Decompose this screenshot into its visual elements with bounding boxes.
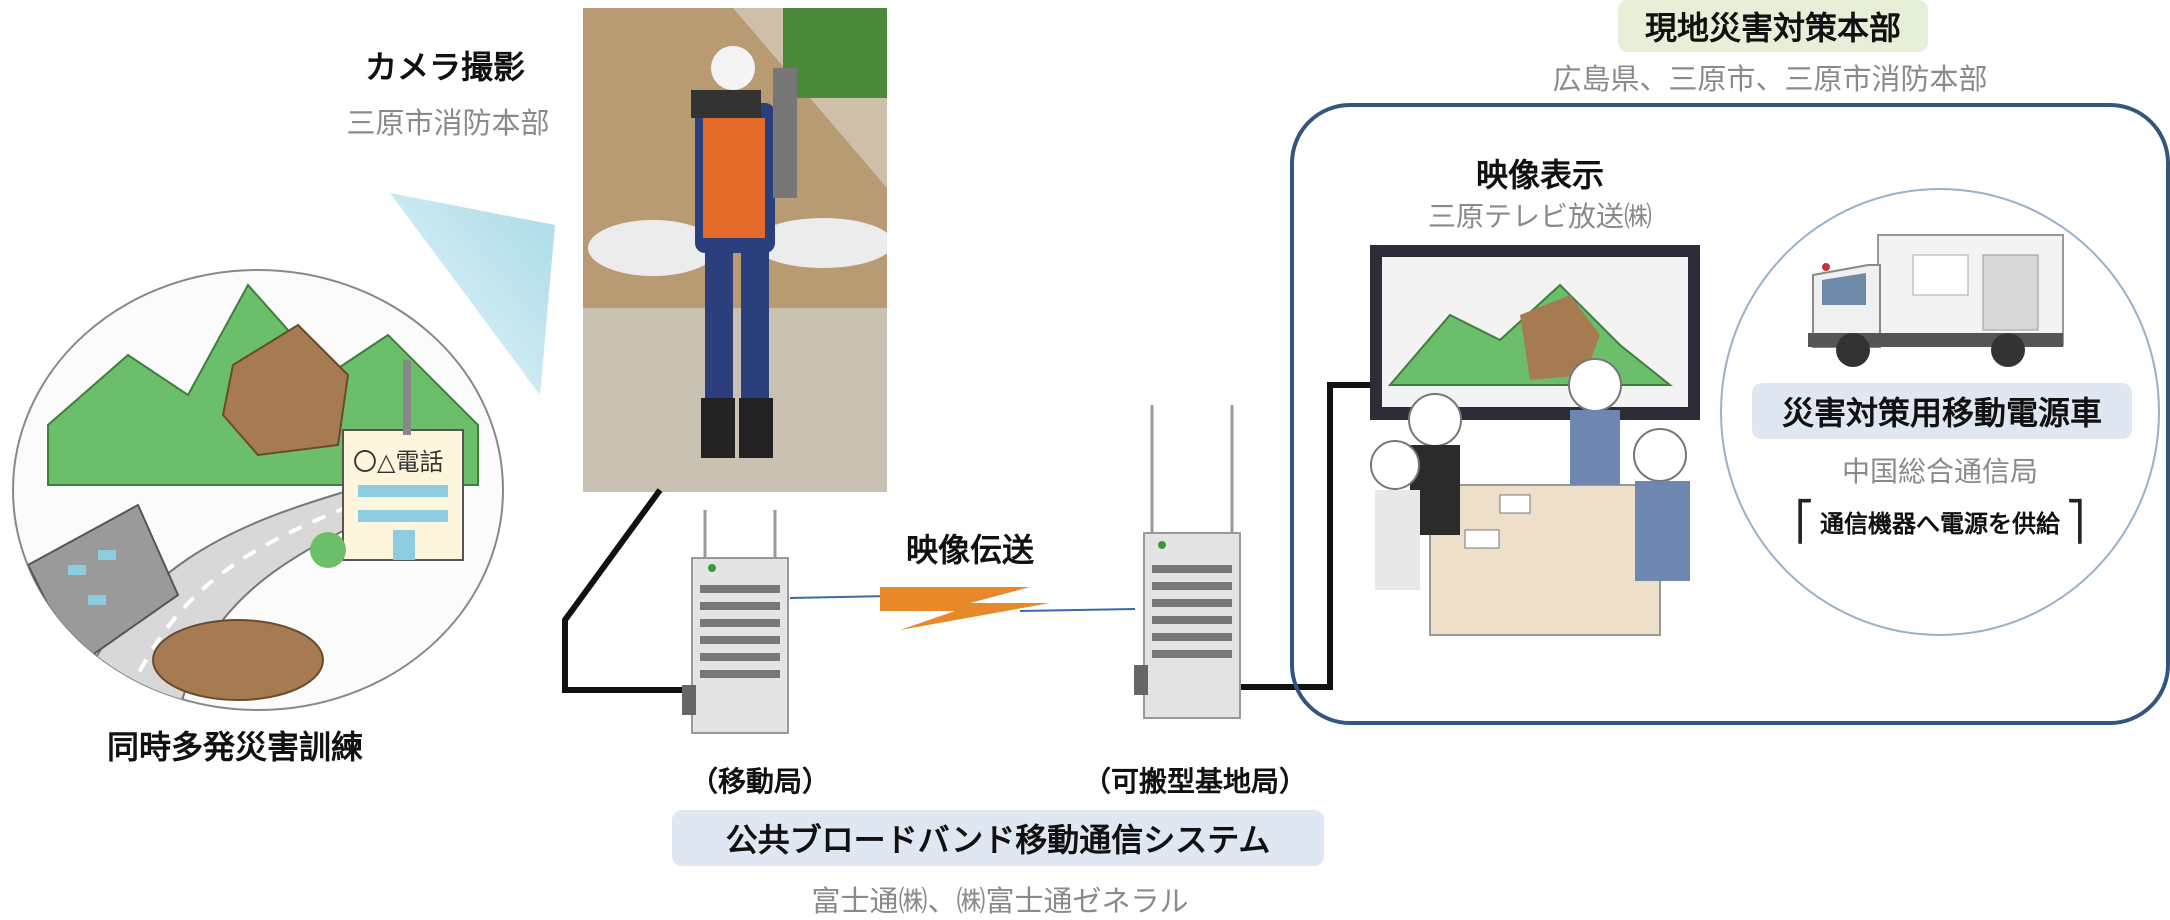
headquarters-members: 広島県、三原市、三原市消防本部 <box>1552 62 1988 96</box>
power-vehicle-title: 災害対策用移動電源車 <box>1752 383 2132 439</box>
transmission-lightning-icon <box>790 587 1135 630</box>
system-vendors: 富士通㈱、㈱富士通ゼネラル <box>811 884 1189 918</box>
camera-title: カメラ撮影 <box>364 48 525 86</box>
power-vehicle-org: 中国総合通信局 <box>1841 455 2038 488</box>
display-title: 映像表示 <box>1475 156 1604 194</box>
display-org: 三原テレビ放送㈱ <box>1427 200 1652 233</box>
power-vehicle-note: ⎡ 通信機器へ電源を供給 ⎤ <box>1795 499 2085 543</box>
cable-left <box>562 488 693 693</box>
system-title: 公共ブロードバンド移動通信システム <box>672 810 1324 866</box>
firefighter-photo <box>583 8 887 492</box>
meeting-tv-illustration <box>1370 245 1730 640</box>
disaster-drill-illustration: 〇△電話 <box>8 265 508 715</box>
mobile-station-label: （移動局） <box>689 765 830 798</box>
portable-base-station-device <box>1134 405 1241 719</box>
cable-right <box>1230 382 1390 690</box>
power-vehicle-truck <box>1808 234 2064 367</box>
camera-org: 三原市消防本部 <box>346 106 550 140</box>
drill-title: 同時多発災害訓練 <box>106 728 363 766</box>
portable-base-station-label: （可搬型基地局） <box>1082 765 1307 798</box>
headquarters-frame <box>1290 103 2170 725</box>
camera-view-cone <box>390 193 555 395</box>
headquarters-title: 現地災害対策本部 <box>1618 0 1928 52</box>
transmission-title: 映像伝送 <box>905 531 1034 569</box>
mobile-station-device <box>682 510 789 734</box>
building-sign-text: 〇△電話 <box>353 448 443 476</box>
